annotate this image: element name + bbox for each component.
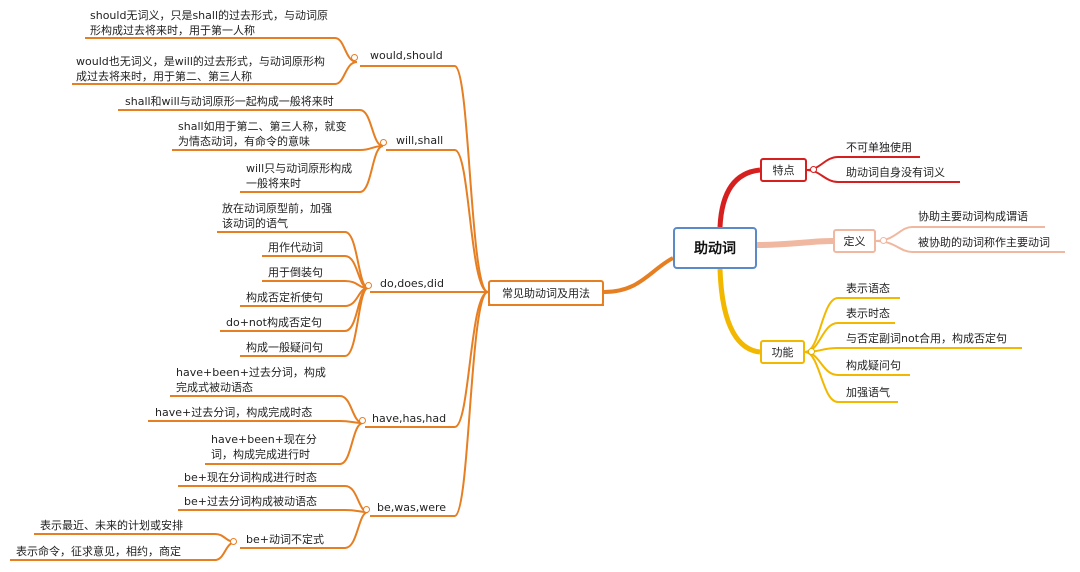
- leaf-item-be-infinitive[interactable]: be+动词不定式: [246, 533, 324, 546]
- branch-dingyi[interactable]: 定义: [833, 229, 876, 253]
- leaf-item[interactable]: will只与动词原形构成一般将来时: [246, 162, 353, 190]
- leaf-item[interactable]: would也无词义，是will的过去形式，与动词原形构成过去将来时，用于第二、第…: [76, 55, 325, 83]
- leaf-item[interactable]: 不可单独使用: [846, 141, 912, 154]
- leaf-item[interactable]: 放在动词原型前，加强该动词的语气: [222, 202, 332, 230]
- group-will-shall[interactable]: will,shall: [396, 134, 444, 147]
- leaf-item[interactable]: do+not构成否定句: [226, 316, 322, 329]
- collapse-icon[interactable]: [359, 417, 366, 424]
- hub-node[interactable]: 常见助动词及用法: [488, 280, 604, 306]
- leaf-item[interactable]: have+过去分词，构成完成时态: [155, 406, 313, 419]
- leaf-item[interactable]: 构成疑问句: [846, 359, 901, 372]
- root-node[interactable]: 助动词: [673, 227, 757, 269]
- leaf-item[interactable]: 表示命令，征求意见，相约，商定: [16, 545, 181, 558]
- group-be-was-were[interactable]: be,was,were: [377, 501, 447, 514]
- group-have-has-had[interactable]: have,has,had: [372, 412, 447, 425]
- leaf-item[interactable]: 构成否定祈使句: [246, 291, 323, 304]
- leaf-item[interactable]: 用作代动词: [268, 241, 323, 254]
- leaf-item[interactable]: be+过去分词构成被动语态: [184, 495, 317, 508]
- collapse-icon[interactable]: [810, 166, 817, 173]
- leaf-item[interactable]: 与否定副词not合用，构成否定句: [846, 332, 1008, 345]
- collapse-icon[interactable]: [380, 139, 387, 146]
- collapse-icon[interactable]: [365, 282, 372, 289]
- leaf-item[interactable]: 用于倒装句: [268, 266, 323, 279]
- leaf-item[interactable]: 表示时态: [846, 307, 890, 320]
- collapse-icon[interactable]: [808, 348, 815, 355]
- leaf-item[interactable]: 表示最近、未来的计划或安排: [40, 519, 183, 532]
- leaf-item[interactable]: 被协助的动词称作主要动词: [918, 236, 1050, 249]
- leaf-item[interactable]: 助动词自身没有词义: [846, 166, 945, 179]
- leaf-item[interactable]: should无词义，只是shall的过去形式，与动词原形构成过去将来时，用于第一…: [90, 9, 328, 37]
- leaf-item[interactable]: 表示语态: [846, 282, 890, 295]
- leaf-item[interactable]: shall如用于第二、第三人称，就变为情态动词，有命令的意味: [178, 120, 347, 148]
- group-do-does-did[interactable]: do,does,did: [380, 277, 444, 290]
- leaf-item[interactable]: 构成一般疑问句: [246, 341, 323, 354]
- leaf-item[interactable]: 加强语气: [846, 386, 890, 399]
- group-would-should[interactable]: would,should: [370, 49, 443, 62]
- leaf-item[interactable]: 协助主要动词构成谓语: [918, 210, 1028, 223]
- collapse-icon[interactable]: [363, 506, 370, 513]
- leaf-item[interactable]: be+现在分词构成进行时态: [184, 471, 317, 484]
- leaf-item[interactable]: have+been+现在分词，构成完成进行时: [211, 433, 317, 461]
- leaf-item[interactable]: shall和will与动词原形一起构成一般将来时: [125, 95, 334, 108]
- branch-gongneng[interactable]: 功能: [760, 340, 805, 364]
- collapse-icon[interactable]: [230, 538, 237, 545]
- collapse-icon[interactable]: [880, 237, 887, 244]
- leaf-item[interactable]: have+been+过去分词，构成完成式被动语态: [176, 366, 326, 394]
- branch-tedian[interactable]: 特点: [760, 158, 807, 182]
- collapse-icon[interactable]: [351, 54, 358, 61]
